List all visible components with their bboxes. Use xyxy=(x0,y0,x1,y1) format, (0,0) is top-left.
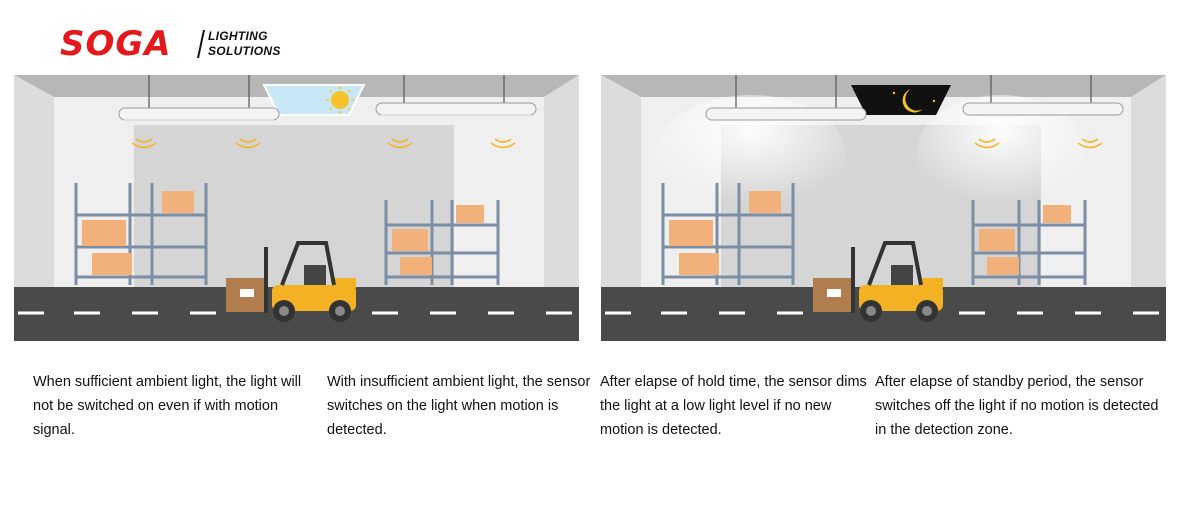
forklift-icon xyxy=(226,241,356,322)
soga-logo: SOGA LIGHTING SOLUTIONS xyxy=(60,24,290,66)
logo-tagline-line1: LIGHTING xyxy=(208,29,268,43)
storage-rack xyxy=(661,183,795,285)
logo-tagline-line2: SOLUTIONS xyxy=(208,44,281,58)
caption-sufficient-light: When sufficient ambient light, the light… xyxy=(33,374,302,438)
light-fixture xyxy=(375,75,537,116)
light-fixture xyxy=(705,75,867,121)
logo-tagline: LIGHTING SOLUTIONS xyxy=(208,29,281,59)
warehouse-illustration-day xyxy=(14,75,579,341)
storage-rack xyxy=(74,183,208,285)
caption-hold-time: After elapse of hold time, the sensor di… xyxy=(600,374,867,438)
caption-standby-period: After elapse of standby period, the sens… xyxy=(875,374,1159,438)
logo-wordmark: SOGA xyxy=(60,24,172,64)
light-fixture xyxy=(118,75,280,121)
light-fixture xyxy=(962,75,1124,116)
storage-rack xyxy=(384,200,500,285)
forklift-icon xyxy=(813,241,943,322)
caption-motion-detected: With insufficient ambient light, the sen… xyxy=(327,374,591,438)
sun-icon xyxy=(326,86,354,114)
motion-signal-icon xyxy=(131,138,516,149)
motion-signal-icon xyxy=(974,138,1103,149)
scene-night xyxy=(601,75,1166,341)
moon-icon xyxy=(892,89,936,113)
logo-divider xyxy=(197,30,205,58)
skylight-night xyxy=(851,85,951,115)
storage-rack xyxy=(971,200,1087,285)
light-glow xyxy=(656,95,846,215)
logo-wordmark-text: SOGA xyxy=(60,24,172,64)
scene-daytime xyxy=(14,75,579,341)
warehouse-illustration-night xyxy=(601,75,1166,341)
light-glow xyxy=(916,95,1086,215)
